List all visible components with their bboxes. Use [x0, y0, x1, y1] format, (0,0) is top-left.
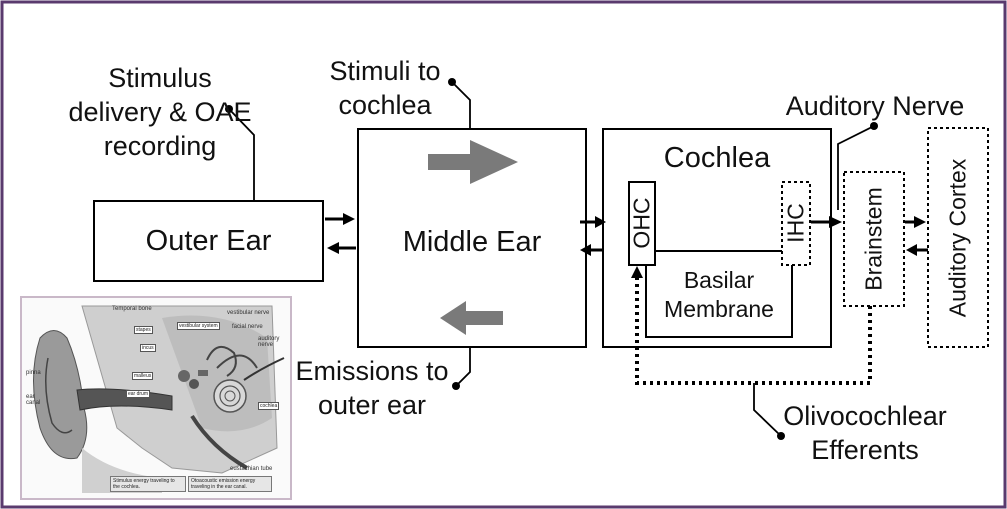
olivocochlear-efferents-label: Olivocochlear Efferents — [783, 401, 947, 465]
ohc-box — [628, 181, 656, 266]
ihc-brainstem-arrow — [811, 216, 842, 228]
inset-temporal-bone: Temporal bone — [112, 306, 152, 312]
ihc-box — [781, 181, 811, 266]
stimuli-to-cochlea-label: Stimuli to cochlea — [329, 56, 441, 120]
inset-vestibular-nerve: vestibular nerve — [227, 310, 270, 316]
brainstem-box — [843, 171, 905, 307]
stimulus-gray-arrow — [428, 140, 518, 184]
inset-ear-drum: ear drum — [126, 390, 151, 398]
inset-ear-canal: ear canal — [26, 394, 41, 406]
inset-auditory-nerve: auditory nerve — [258, 336, 280, 348]
auditory-cortex-label: Auditory Cortex — [944, 158, 971, 318]
inset-incus: incus — [140, 344, 156, 352]
ear-anatomy-inset: Temporal bone stapes incus vestibular sy… — [20, 296, 292, 500]
stimulus-delivery-label: Stimulus delivery & OAE recording — [68, 63, 252, 161]
brainstem-cortex-arrows — [905, 216, 928, 256]
emissions-to-outer-ear-label: Emissions to outer ear — [295, 356, 449, 420]
ihc-label: IHC — [782, 203, 809, 243]
inset-facial-nerve: facial nerve — [232, 324, 263, 330]
outer-ear-box — [93, 200, 324, 282]
inset-stapes: stapes — [134, 326, 153, 334]
inset-caption-left: Stimulus energy traveling to the cochlea… — [110, 476, 186, 492]
ohc-label: OHC — [628, 197, 655, 249]
ear-anatomy-drawing — [22, 298, 290, 498]
basilar-membrane-label: Basilar Membrane — [664, 267, 774, 322]
efferent-arrowhead — [631, 266, 643, 278]
outer-ear-label: Outer Ear — [145, 225, 272, 257]
inset-vestibular-system: vestibular system — [177, 322, 220, 330]
inset-caption-right: Otoacoustic emission energy traveling in… — [188, 476, 272, 492]
cochlea-label: Cochlea — [663, 142, 771, 174]
emission-gray-arrow — [440, 301, 503, 335]
brainstem-label: Brainstem — [860, 187, 887, 291]
inset-eustachian-tube: eustachian tube — [230, 466, 273, 472]
leader-dots — [225, 78, 878, 440]
inset-pinna: pinna — [26, 370, 41, 376]
middle-ear-label: Middle Ear — [402, 226, 542, 258]
auditory-cortex-box — [927, 127, 989, 348]
leader-lines — [228, 81, 875, 437]
inset-malleus: malleus — [132, 372, 154, 380]
outer-middle-arrows — [325, 213, 356, 254]
middle-cochlea-arrows — [580, 216, 606, 256]
inset-cochlea: cochlea — [258, 402, 280, 410]
efferent-path — [635, 275, 872, 385]
basilar-membrane-box — [645, 250, 793, 338]
auditory-nerve-label: Auditory Nerve — [785, 91, 965, 121]
